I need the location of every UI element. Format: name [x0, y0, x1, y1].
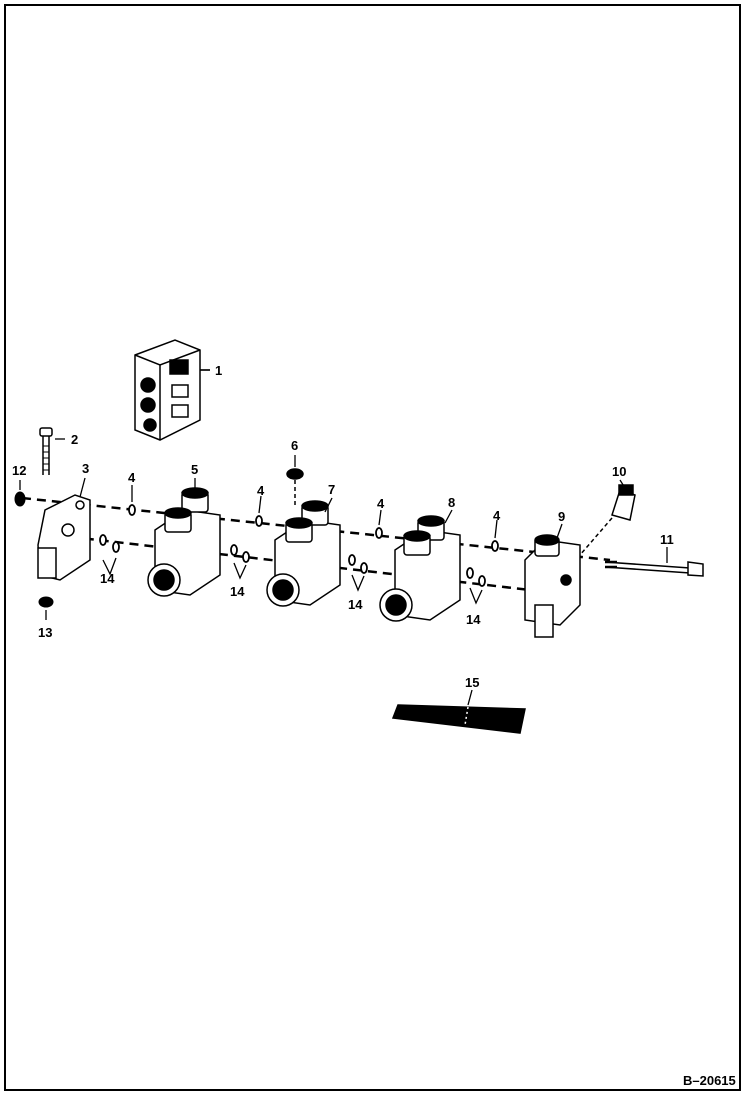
valve-section-5: [147, 487, 221, 597]
callout-5: 5: [191, 462, 198, 477]
o-rings-14: [99, 534, 486, 587]
callout-11: 11: [660, 532, 674, 547]
drawing-frame: [4, 4, 741, 1091]
decal-15: [391, 704, 526, 734]
callout-4c: 4: [377, 496, 385, 511]
leader-lines: [19, 369, 668, 706]
tie-bolt-short: [39, 427, 53, 475]
callout-14c: 14: [348, 597, 363, 612]
valve-section-7: [266, 500, 341, 607]
callout-2: 2: [71, 432, 78, 447]
callout-14a: 14: [100, 571, 115, 586]
callout-4b: 4: [257, 483, 265, 498]
o-rings-4: [128, 504, 499, 552]
relief-valve-10: [579, 484, 636, 556]
callout-14d: 14: [466, 612, 481, 627]
callout-9: 9: [558, 509, 565, 524]
callout-4a: 4: [128, 470, 136, 485]
callout-4d: 4: [493, 508, 501, 523]
callout-13: 13: [38, 625, 52, 640]
nut-13: [38, 596, 54, 608]
valve-section-8: [379, 515, 461, 622]
callout-12: 12: [12, 463, 26, 478]
plug-6: [286, 468, 304, 505]
valve-assembly-thumbnail: [134, 339, 210, 441]
callout-8: 8: [448, 495, 455, 510]
outlet-end-section: [524, 534, 581, 638]
callout-3: 3: [82, 461, 89, 476]
callout-14b: 14: [230, 584, 245, 599]
callout-15: 15: [465, 675, 479, 690]
callout-1: 1: [215, 363, 222, 378]
drawing-reference-number: B–20615: [683, 1073, 736, 1088]
washer-12: [14, 491, 26, 507]
inlet-end-cover: [37, 494, 91, 581]
callout-6: 6: [291, 438, 298, 453]
callout-10: 10: [612, 464, 626, 479]
tie-bolt-long: [604, 560, 704, 577]
callout-7: 7: [328, 482, 335, 497]
callout-labels: 1 2 3 4 4 4 4 5 6 7 8 9 10 11 12 13 14 1…: [12, 363, 674, 690]
